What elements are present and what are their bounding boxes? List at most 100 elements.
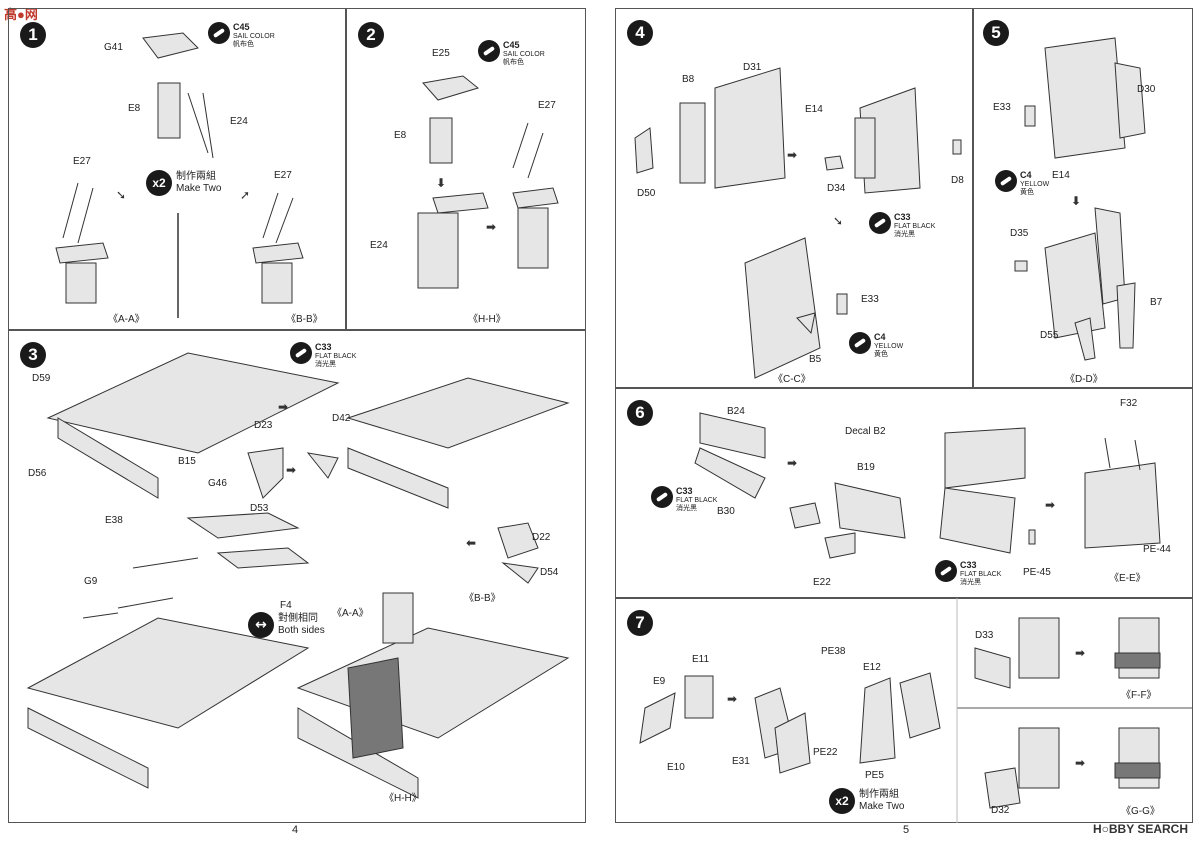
part-label: E9 — [653, 676, 666, 687]
view-label: 《F-F》 — [1121, 690, 1157, 701]
paint-brush-icon — [869, 212, 891, 234]
paint-brush-icon — [651, 486, 673, 508]
assembly-arrow-icon: ➡ — [286, 463, 297, 477]
part-label: D50 — [637, 188, 656, 199]
part-label: E27 — [274, 170, 292, 181]
part-label: D34 — [827, 183, 846, 194]
paint-brush-icon — [849, 332, 871, 354]
paint-brush-icon — [290, 342, 312, 364]
part-label: D32 — [991, 805, 1010, 816]
seat-assembly-dark-drawing — [347, 657, 404, 759]
assembly-arrow-icon: ➡ — [1045, 498, 1056, 512]
paint-brush-icon — [935, 560, 957, 582]
step6-panel — [615, 388, 1193, 598]
step1-panel — [8, 8, 346, 330]
view-label: 《B-B》 — [464, 593, 501, 604]
seat-back-drawing — [157, 82, 181, 139]
part-label: B5 — [809, 354, 822, 365]
part-label: G46 — [208, 478, 227, 489]
view-label: 《H-H》 — [384, 793, 422, 804]
step3-number: 3 — [20, 342, 46, 368]
view-label: 《D-D》 — [1065, 374, 1103, 385]
part-label: D59 — [32, 373, 51, 384]
assembly-arrow-icon: ➘ — [833, 214, 844, 228]
page-number: 4 — [292, 824, 299, 836]
cab-interior-drawing — [1044, 37, 1126, 159]
part-label: E38 — [105, 515, 123, 526]
part-label: F4 — [280, 600, 292, 611]
part-label: D42 — [332, 413, 351, 424]
part-label: E14 — [805, 104, 823, 115]
part-label: D8 — [951, 175, 964, 186]
assembly-arrow-icon: ⬇ — [1071, 194, 1082, 208]
part-label: Decal B2 — [845, 426, 886, 437]
view-label: 《B-B》 — [286, 314, 323, 325]
view-label: 《E-E》 — [1109, 573, 1146, 584]
part-label: E11 — [692, 654, 710, 665]
part-label: PE38 — [821, 646, 846, 657]
view-label: 《A-A》 — [108, 314, 145, 325]
part-label: D23 — [254, 420, 273, 431]
view-label: 《G-G》 — [1121, 806, 1160, 817]
part-label: E33 — [861, 294, 879, 305]
step3-panel — [8, 330, 586, 823]
hobby-search-logo: H○BBY SEARCH — [1092, 822, 1188, 836]
part-label: D35 — [1010, 228, 1029, 239]
assembly-arrow-icon: ➘ — [116, 188, 127, 202]
view-label: 《H-H》 — [468, 314, 506, 325]
part-label: E24 — [230, 116, 248, 127]
step7-panel — [615, 598, 1193, 823]
part-label: G9 — [84, 576, 98, 587]
part-label: E24 — [370, 240, 388, 251]
part-label: D56 — [28, 468, 47, 479]
assembly-arrow-icon: ⬅ — [466, 536, 477, 550]
part-label: D31 — [743, 62, 762, 73]
part-label: E12 — [863, 662, 881, 673]
part-label: E10 — [667, 762, 685, 773]
part-label: PE5 — [865, 770, 884, 781]
assembly-arrow-icon: ➡ — [1075, 756, 1086, 770]
part-label: PE22 — [813, 747, 838, 758]
assembly-arrow-icon: ➡ — [278, 400, 289, 414]
part-label: B24 — [727, 406, 745, 417]
part-label: D30 — [1137, 84, 1156, 95]
view-label: 《A-A》 — [332, 608, 369, 619]
part-label: E8 — [394, 130, 407, 141]
assembly-arrow-icon: ➡ — [787, 456, 798, 470]
step2-panel — [346, 8, 586, 330]
part-label: E27 — [538, 100, 556, 111]
part-label: D55 — [1040, 330, 1059, 341]
paint-brush-icon — [208, 22, 230, 44]
part-label: E25 — [432, 48, 450, 59]
part-label: E31 — [732, 756, 750, 767]
part-label: E27 — [73, 156, 91, 167]
left-page-illustrations — [26, 32, 570, 799]
part-label: E8 — [128, 103, 141, 114]
part-label: D54 — [540, 567, 559, 578]
part-label: B19 — [857, 462, 875, 473]
assembly-arrow-icon: ➡ — [787, 148, 798, 162]
step4-number: 4 — [627, 20, 653, 46]
site-logo: 高●网 — [4, 7, 38, 22]
part-label: B8 — [682, 74, 695, 85]
part-label: E33 — [993, 102, 1011, 113]
step6-number: 6 — [627, 400, 653, 426]
assembly-arrow-icon: ➡ — [486, 220, 497, 234]
left-page: 1 G41 E8 E24 E27 E27 《A-A》 《B-B》 ➘ ➚ C45… — [8, 8, 586, 836]
assembly-arrow-icon: ➚ — [240, 188, 251, 202]
part-label: B15 — [178, 456, 196, 467]
step5-number: 5 — [983, 20, 1009, 46]
part-label: PE-45 — [1023, 567, 1051, 578]
view-label: 《C-C》 — [773, 374, 811, 385]
part-label: D22 — [532, 532, 551, 543]
part-label: G41 — [104, 42, 123, 53]
